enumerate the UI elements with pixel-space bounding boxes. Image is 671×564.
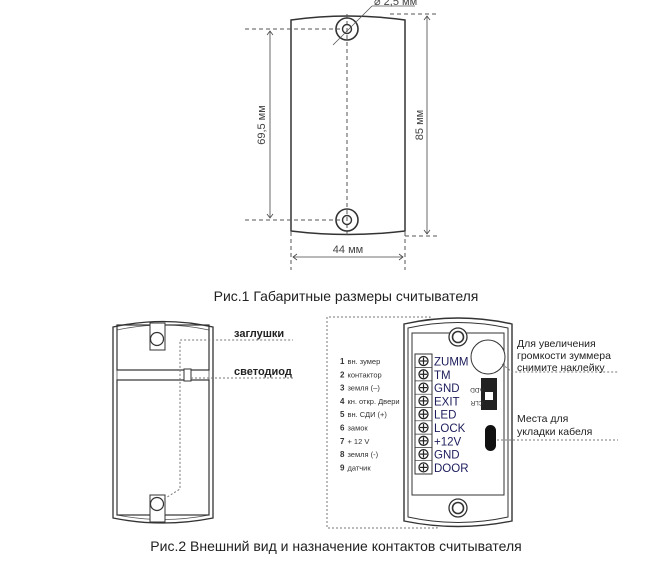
pin-number: 1 [340, 357, 345, 366]
pin-description: датчик [347, 463, 371, 472]
hole-spacing-label: 69,5 мм [256, 105, 268, 145]
figure-1-caption: Рис.1 Габаритные размеры считывателя [214, 288, 479, 304]
width-label: 44 мм [333, 244, 363, 256]
top-plug [149, 331, 165, 347]
height-label: 85 мм [414, 110, 426, 140]
terminal-screw [418, 409, 429, 420]
terminal-label: +12V [434, 436, 462, 448]
pin-number: 8 [340, 450, 345, 459]
pin-number: 5 [340, 410, 345, 419]
buzzer-note-2: громкости зуммера [517, 350, 611, 362]
figure-1-dimensions: ⌀ 2,5 мм 69,5 мм 85 мм 44 мм [245, 0, 438, 270]
pin-description: вн. зумер [347, 357, 380, 366]
reader-front-view: заглушки светодиод [112, 320, 293, 524]
pin-description: + 12 V [347, 437, 369, 446]
bottom-plug [149, 496, 165, 512]
cable-slot [485, 425, 496, 451]
buzzer [470, 339, 506, 375]
cable-note-1: Места для [517, 413, 568, 425]
pin-number: 4 [340, 397, 345, 406]
plugs-callout: заглушки [234, 328, 284, 340]
terminal-label: ZUMM [434, 357, 469, 369]
pin-description: земля (-) [347, 450, 378, 459]
terminal-screw [418, 462, 429, 473]
terminal-screw [418, 395, 429, 407]
pin-description: контактор [347, 370, 381, 379]
buzzer-note-1: Для увеличения [517, 338, 596, 350]
pin-description: кн. откр. Двери [347, 397, 399, 406]
terminal-screw [418, 369, 429, 380]
pin-description: вн. СДИ (+) [347, 410, 387, 419]
figure-2-caption: Рис.2 Внешний вид и назначение контактов… [150, 538, 521, 554]
pin-description: земля (–) [347, 384, 380, 393]
reader-outline [290, 15, 406, 236]
pin-number: 3 [340, 384, 345, 393]
terminal-label: GND [434, 450, 460, 462]
pin-number: 9 [340, 463, 345, 472]
pin-number: 7 [340, 437, 345, 446]
pin-item: 7+ 12 V [340, 437, 369, 446]
terminal-screw [418, 435, 429, 446]
pin-description: замок [347, 424, 368, 433]
hole-diameter-label: ⌀ 2,5 мм [374, 0, 417, 8]
terminal-screw [418, 422, 429, 433]
terminal-screw [418, 382, 429, 393]
terminal-label: GND [434, 383, 460, 395]
cable-note-2: укладки кабеля [517, 426, 592, 438]
terminal-screw [418, 355, 429, 367]
pin-number: 2 [340, 370, 345, 379]
terminal-label: EXIT [434, 396, 460, 408]
terminal-screw [418, 448, 429, 460]
jumper-add-label: ADD [470, 386, 484, 393]
terminal-label: DOOR [434, 463, 469, 475]
buzzer-note-3: снимите наклейку [517, 362, 605, 374]
terminal-label: LOCK [434, 423, 466, 435]
terminal-label: TM [434, 370, 451, 382]
led-window [183, 368, 192, 382]
jumper-clr-label: CLR [470, 399, 483, 406]
reader-back-view: ADD CLR ZUMMTMGNDEXITLEDLOCK+12VGNDDOOR … [326, 316, 618, 529]
led-callout: светодиод [234, 366, 292, 378]
terminal-label: LED [434, 410, 456, 422]
pin-number: 6 [340, 424, 345, 433]
